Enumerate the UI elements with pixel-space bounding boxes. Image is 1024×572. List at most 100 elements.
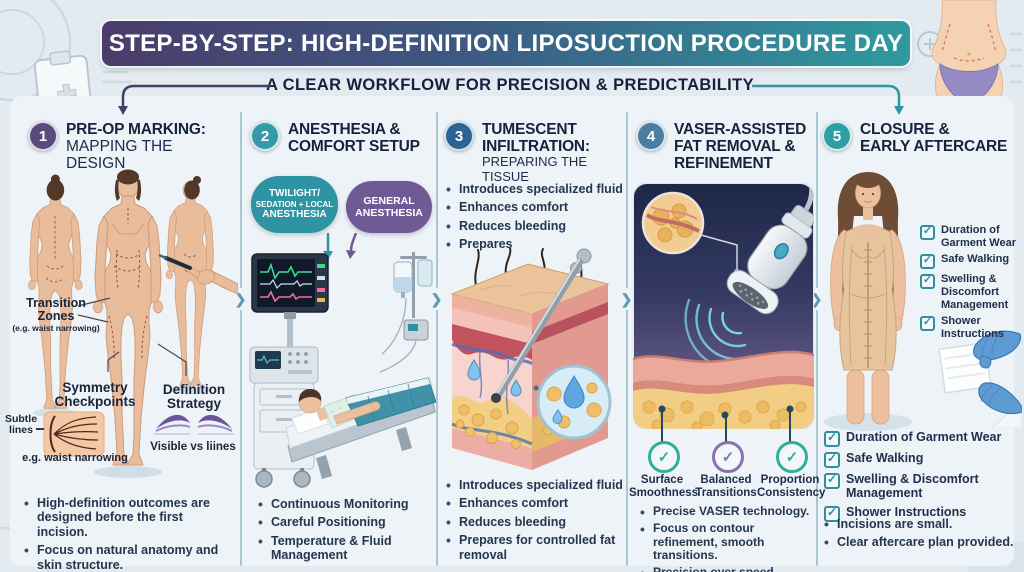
step-number-badge: 3 (444, 121, 474, 151)
step4-bullets: Precise VASER technology. Focus on conto… (640, 504, 812, 572)
tumescent-skin-cross-section-illustration (450, 248, 612, 470)
step3-subtitle: PREPARING THE TISSUE (482, 154, 587, 185)
check-label: Balanced Transitions (695, 474, 757, 499)
bullet-item: Continuous Monitoring (258, 496, 434, 513)
check-label: Proportion Consistency (757, 474, 826, 499)
twilight-anesthesia-pill: TWILIGHT/ SEDATION + LOCAL ANESTHESIA (251, 176, 338, 233)
bullet-item: Precision over speed. (640, 565, 812, 572)
anesthesia-room-illustration (249, 252, 436, 488)
step5-bottom-checklist: ✓ Duration of Garment Wear ✓ Safe Walkin… (824, 430, 1016, 526)
step3-header: 3 TUMESCENT INFILTRATION: PREPARING THE … (444, 121, 624, 185)
bullet-item: Precise VASER technology. (640, 504, 812, 520)
step3-title-line2: INFILTRATION: (482, 138, 590, 156)
label-dash (36, 428, 44, 430)
step2-bullets: Continuous Monitoring Careful Positionin… (258, 496, 434, 567)
left-bracket-down-arrow-icon (118, 84, 270, 115)
step5-title: CLOSURE & (860, 121, 950, 138)
step-number-badge: 1 (28, 121, 58, 151)
annotation-subtle-lines: Subtle lines (4, 413, 38, 437)
checklist-item: ✓ Swelling & Discomfort Management (824, 472, 1016, 501)
checkbox-icon: ✓ (824, 473, 840, 489)
bullet-item: Introduces specialized fluid (446, 477, 624, 494)
marked-torso-decor-illustration (917, 0, 1022, 105)
column-divider (626, 112, 628, 566)
checkbox-icon: ✓ (824, 452, 840, 468)
right-bracket-down-arrow-icon (752, 84, 904, 115)
checkbox-icon: ✓ (920, 254, 935, 270)
column-divider (816, 112, 818, 566)
annotation-waist-caption: e.g. waist narrowing (22, 452, 128, 464)
bullet-item: High-definition outcomes are designed be… (24, 495, 236, 539)
step5-bullets: Incisions are small. Clear aftercare pla… (824, 516, 1016, 554)
bullet-item: Incisions are small. (824, 516, 1016, 533)
annotation-symmetry-checkpoints: Symmetry Checkpoints (54, 380, 136, 410)
step1-title-line2: MAPPING THE DESIGN (66, 138, 173, 173)
step4-title: VASER-ASSISTED (674, 121, 807, 138)
bullet-item: Enhances comfort (446, 199, 624, 216)
step5-title-line2: EARLY AFTERCARE (860, 138, 1008, 156)
check-circle-icon: ✓ (712, 441, 744, 473)
compression-garment-figure-illustration (824, 172, 912, 431)
check-circle-icon: ✓ (648, 441, 680, 473)
page-subtitle: A CLEAR WORKFLOW FOR PRECISION & PREDICT… (265, 76, 755, 94)
gloved-hands-dressing-illustration (938, 330, 1022, 428)
annotation-transition-zones: Transition Zones (e.g. waist narrowing) (12, 296, 100, 334)
bullet-item: Clear aftercare plan provided. (824, 534, 1016, 551)
step3-title: TUMESCENT (482, 121, 577, 138)
check-connector-line (725, 414, 727, 442)
check-label: Surface Smoothness (629, 474, 699, 499)
checkbox-icon: ✓ (920, 274, 935, 290)
step3-bullets: Introduces specialized fluid Enhances co… (446, 477, 624, 566)
step-number-badge: 2 (250, 121, 280, 151)
step1-bullets: High-definition outcomes are designed be… (24, 495, 236, 572)
step4-title-line2: FAT REMOVAL & (674, 138, 796, 156)
step2-header: 2 ANESTHESIA & COMFORT SETUP (250, 121, 430, 155)
bullet-item: Enhances comfort (446, 495, 624, 512)
vaser-probe-illustration (633, 183, 814, 429)
checklist-item: ✓ Safe Walking (920, 253, 1018, 270)
step5-header: 5 CLOSURE & EARLY AFTERCARE (822, 121, 1018, 155)
hand-pen-icon (158, 254, 238, 295)
bullet-item: Careful Positioning (258, 514, 434, 531)
step1-title: PRE-OP MARKING: (66, 121, 206, 138)
step4-title-line3: REFINEMENT (674, 155, 773, 173)
step1-header: 1 PRE-OP MARKING: MAPPING THE DESIGN (28, 121, 230, 172)
bullet-item: Prepares for controlled fat removal (446, 532, 624, 562)
checklist-item: ✓ Shower Instructions (920, 315, 1018, 340)
bullet-item: Prepares (446, 236, 624, 253)
page-title: STEP-BY-STEP: HIGH-DEFINITION LIPOSUCTIO… (108, 29, 904, 57)
column-divider (436, 112, 438, 566)
checkbox-icon: ✓ (824, 431, 840, 447)
pill-down-arrows-icon (323, 233, 358, 260)
bullet-item: Focus on natural anatomy and skin struct… (24, 542, 236, 572)
step2-title-line2: COMFORT SETUP (288, 138, 420, 156)
column-divider (240, 112, 242, 566)
flow-chevron-icon: ❯ (620, 288, 633, 310)
step-number-badge: 5 (822, 121, 852, 151)
preop-marking-illustration (28, 169, 238, 478)
checklist-item: ✓ Safe Walking (824, 451, 1016, 468)
step3-top-bullets: Introduces specialized fluid Enhances co… (446, 181, 624, 256)
definition-strategy-diagram (154, 414, 234, 435)
check-circle-icon: ✓ (776, 441, 808, 473)
annotation-visible-caption: Visible vs liines (150, 441, 236, 453)
subtle-lines-diagram (43, 411, 105, 457)
checklist-item: ✓ Swelling & Discomfort Management (920, 273, 1018, 311)
checkbox-icon: ✓ (920, 225, 935, 240)
header-banner: STEP-BY-STEP: HIGH-DEFINITION LIPOSUCTIO… (102, 21, 910, 66)
bullet-item: Focus on contour refinement, smooth tran… (640, 521, 812, 563)
check-connector-line (661, 412, 663, 442)
check-connector-line (789, 412, 791, 442)
annotation-definition-strategy: Definition Strategy (162, 382, 226, 412)
bullet-item: Introduces specialized fluid (446, 181, 624, 198)
checkbox-icon: ✓ (920, 316, 935, 332)
bullet-item: Reduces bleeding (446, 218, 624, 235)
bullet-item: Temperature & Fluid Management (258, 533, 434, 563)
checklist-item: ✓ Duration of Garment Wear (920, 224, 1018, 249)
step-number-badge: 4 (636, 121, 666, 151)
general-anesthesia-pill: GENERAL ANESTHESIA (346, 181, 432, 233)
checklist-item: ✓ Duration of Garment Wear (824, 430, 1016, 447)
step2-title: ANESTHESIA & (288, 121, 401, 138)
bullet-item: Reduces bleeding (446, 514, 624, 531)
